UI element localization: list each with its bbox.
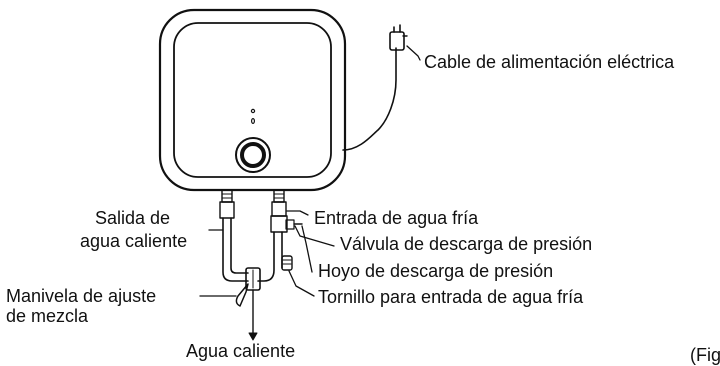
mixing-handle — [235, 283, 249, 307]
leader-cold-inlet — [286, 210, 309, 216]
label-hot-outlet-line2: agua caliente — [80, 231, 188, 251]
leader-relief-hole — [301, 225, 313, 273]
label-cold-inlet: Entrada de agua fría — [314, 208, 479, 228]
leader-lines — [199, 45, 421, 297]
label-figure-ref: (Fig — [690, 345, 720, 365]
hot-water-outlet-arrow — [248, 289, 258, 341]
cold-inlet-screw — [281, 255, 293, 271]
hot-water-pipe — [219, 189, 249, 282]
label-hot-outlet-line1: Salida de — [95, 208, 171, 228]
power-cable — [342, 47, 397, 151]
leader-cold-screw — [288, 270, 315, 297]
leader-relief-valve — [294, 225, 335, 247]
temperature-knob — [235, 137, 271, 173]
label-mix-handle-line2: de mezcla — [6, 306, 89, 326]
cold-water-pipe — [257, 189, 303, 282]
label-power-cable: Cable de alimentación eléctrica — [424, 52, 675, 72]
power-plug-icon — [389, 24, 408, 51]
label-cold-inlet-screw: Tornillo para entrada de agua fría — [318, 287, 584, 307]
indicator-lights — [250, 108, 256, 124]
label-hot-water: Agua caliente — [186, 341, 296, 361]
label-mix-handle-line1: Manivela de ajuste — [6, 286, 157, 306]
mixing-valve — [245, 267, 261, 291]
leader-power-cable — [406, 45, 421, 61]
water-heater-tank — [158, 8, 347, 192]
label-relief-hole: Hoyo de descarga de presión — [318, 261, 554, 281]
label-relief-valve: Válvula de descarga de presión — [340, 234, 593, 254]
